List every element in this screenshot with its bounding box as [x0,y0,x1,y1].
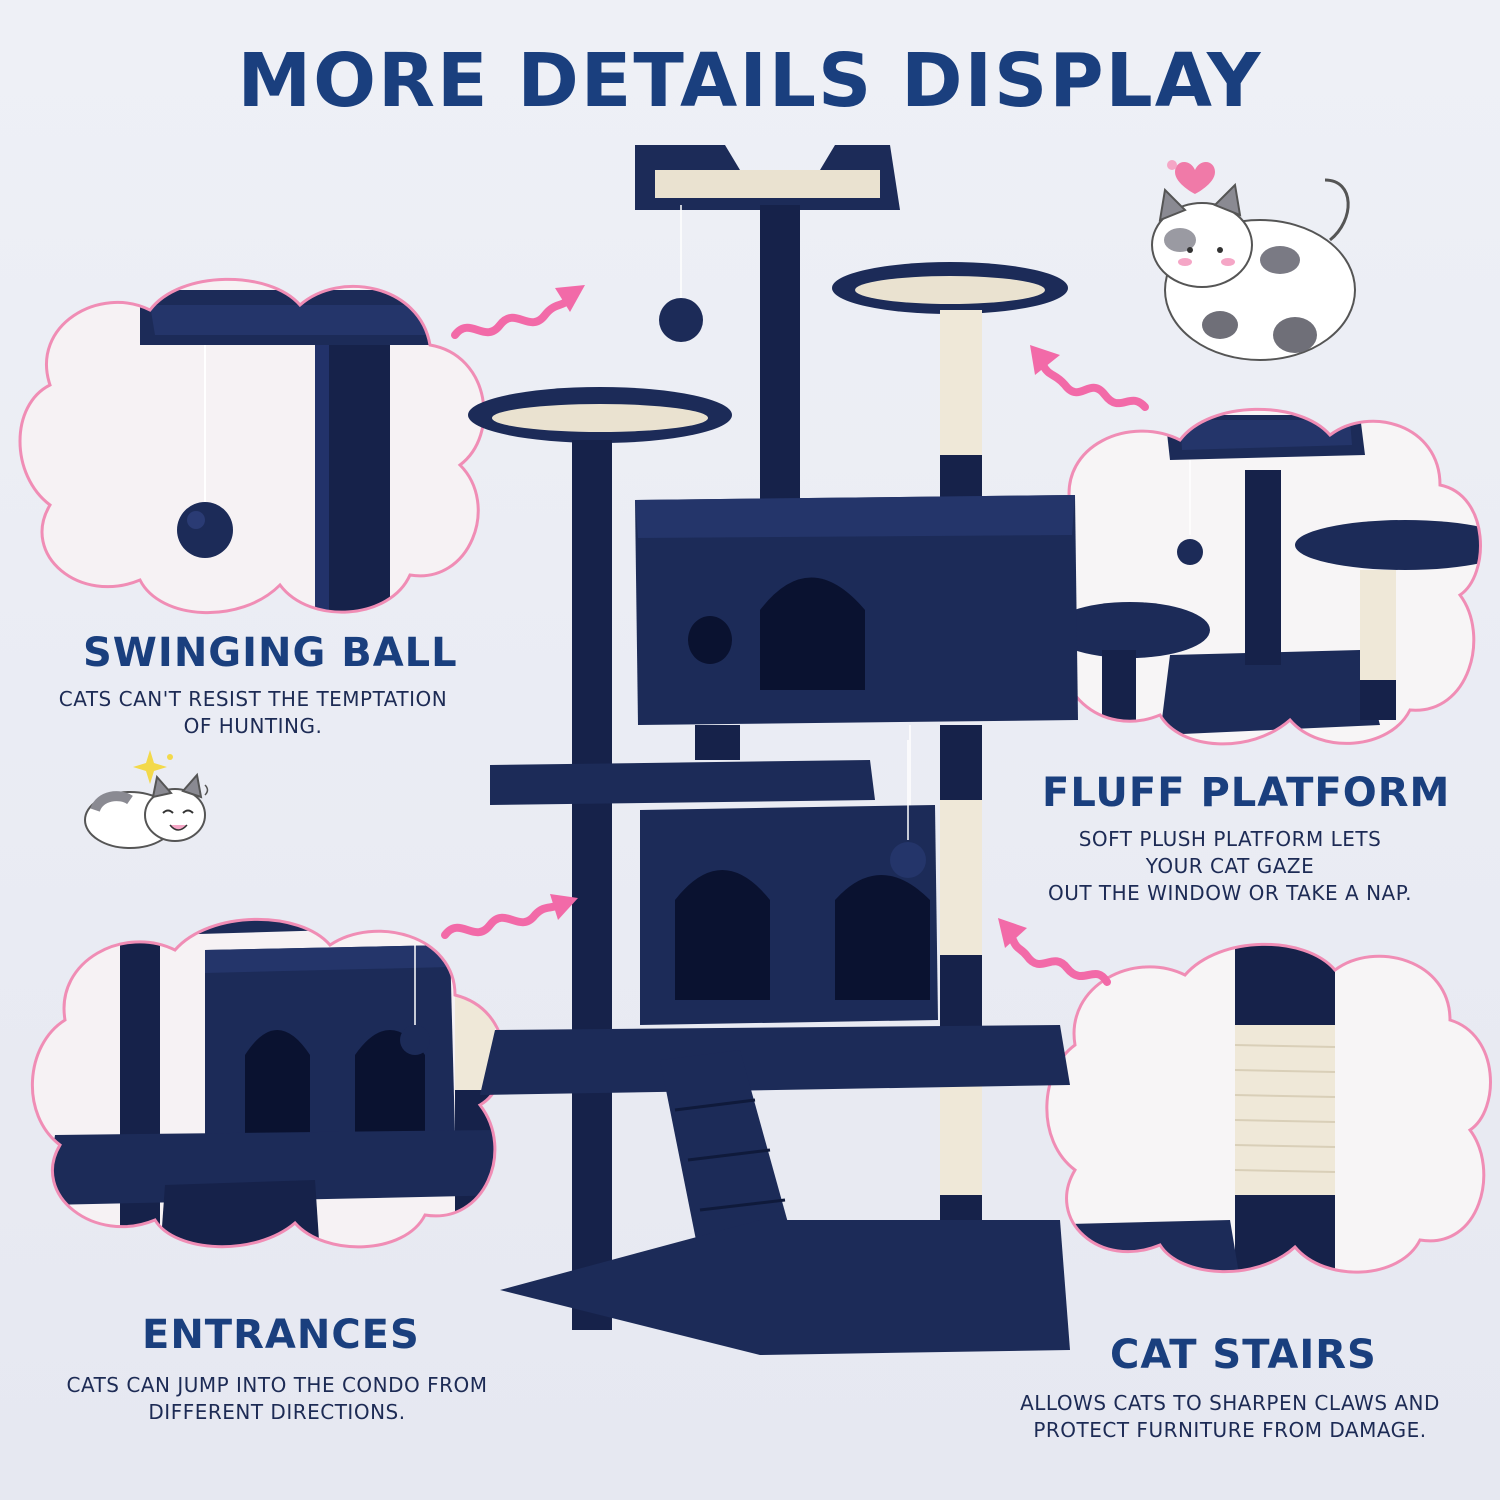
condo-entrance [675,870,770,1000]
swinging-ball-detail-cloud [18,277,486,614]
swinging-ball [890,842,926,878]
mid-shelf [490,760,875,805]
top-perch [635,145,900,210]
cartoon-cat-heart-icon [1151,160,1356,361]
fluff-platform-description: SOFT PLUSH PLATFORM LETS YOUR CAT GAZE O… [1047,827,1413,905]
swinging-ball [659,298,703,342]
cat-stairs-title: CAT STAIRS [1110,1332,1377,1378]
entrances-title: ENTRANCES [142,1312,420,1358]
large-platform [480,1025,1070,1095]
cat-tree-product [468,145,1078,1355]
swinging-ball-description: CATS CAN'T RESIST THE TEMPTATION OF HUNT… [58,687,448,738]
pink-squiggle-arrow-icon [451,285,585,339]
pink-squiggle-arrow-icon [441,894,578,939]
pink-squiggle-arrow-icon [1030,345,1149,411]
pink-squiggle-arrow-icon [998,918,1111,986]
left-post [572,440,612,1330]
entrances-detail-cloud [30,917,506,1249]
cat-stairs-description: ALLOWS CATS TO SHARPEN CLAWS AND PROTECT… [1020,1391,1440,1442]
fluff-platform-detail-cloud [1042,407,1482,746]
swinging-ball-title: SWINGING BALL [83,630,458,676]
lower-condo [640,740,938,1025]
cartoon-cat-sparkle-icon [84,750,209,849]
cat-stairs-detail-cloud [1045,942,1492,1274]
condo-entrance [760,577,865,690]
page-title: MORE DETAILS DISPLAY [237,38,1263,124]
center-post [760,205,800,515]
upper-condo [635,495,1078,725]
fluff-platform-title: FLUFF PLATFORM [1042,770,1451,816]
base [500,1220,1070,1355]
entrances-description: CATS CAN JUMP INTO THE CONDO FROM DIFFER… [66,1373,488,1424]
condo-entrance [835,875,930,1000]
